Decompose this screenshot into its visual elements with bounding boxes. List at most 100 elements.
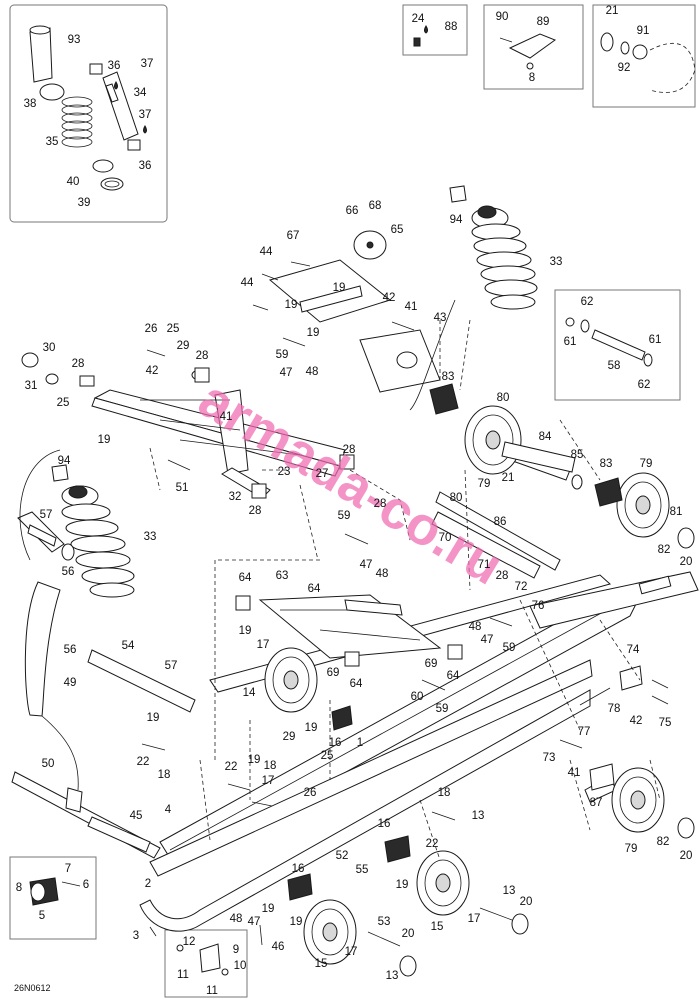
callout-25: 25 [167,323,180,335]
callout-43: 43 [434,312,447,324]
callout-41: 41 [568,767,581,779]
callout-81: 81 [670,506,683,518]
wheel-group [264,383,695,977]
callout-14: 14 [243,687,256,699]
callout-17: 17 [257,639,270,651]
callout-63: 63 [276,570,289,582]
callout-29: 29 [177,340,190,352]
callout-19: 19 [248,754,261,766]
callout-28: 28 [496,570,509,582]
callout-44: 44 [241,277,254,289]
callout-57: 57 [40,509,53,521]
callout-59: 59 [276,349,289,361]
callout-78: 78 [608,703,621,715]
callout-21: 21 [502,472,515,484]
callout-47: 47 [248,916,261,928]
callout-22: 22 [137,756,150,768]
callout-5: 5 [39,910,45,922]
callout-61: 61 [649,334,662,346]
callout-19: 19 [396,879,409,891]
callout-49: 49 [64,677,77,689]
callout-48: 48 [469,621,482,633]
callout-42: 42 [383,292,396,304]
grease-fitting-inset [402,4,468,56]
callout-93: 93 [68,34,81,46]
shock-detail-inset [9,4,168,223]
callout-90: 90 [496,11,509,23]
callout-22: 22 [225,761,238,773]
callout-71: 71 [478,559,491,571]
callout-64: 64 [308,583,321,595]
callout-79: 79 [625,843,638,855]
callout-54: 54 [122,640,135,652]
callout-19: 19 [262,903,275,915]
wheel-15-left [303,899,357,965]
callout-38: 38 [24,98,37,110]
callout-16: 16 [292,863,305,875]
callout-57: 57 [165,660,178,672]
callout-79: 79 [640,458,653,470]
rear-arm [235,594,463,667]
callout-46: 46 [272,941,285,953]
callout-11: 11 [177,969,189,981]
clip-inset [164,929,248,998]
wheel-79-right [616,472,670,538]
wheel-80-79 [464,405,522,475]
callout-13: 13 [503,885,516,897]
callout-68: 68 [369,200,382,212]
callout-32: 32 [229,491,242,503]
callout-28: 28 [374,498,387,510]
callout-52: 52 [336,850,349,862]
callout-61: 61 [564,336,577,348]
callout-72: 72 [515,581,528,593]
callout-64: 64 [447,670,460,682]
callout-17: 17 [345,946,358,958]
callout-36: 36 [139,160,152,172]
wheel-brackets [287,665,643,901]
callout-18: 18 [158,769,171,781]
callout-33: 33 [144,531,157,543]
drawing-code: 26N0612 [14,983,51,993]
callout-41: 41 [405,301,418,313]
callout-30: 30 [43,342,56,354]
callout-15: 15 [431,921,444,933]
callout-20: 20 [680,556,693,568]
callout-20: 20 [402,928,415,940]
callout-56: 56 [62,566,75,578]
callout-85: 85 [571,449,584,461]
callout-16: 16 [329,737,342,749]
callout-40: 40 [67,176,80,188]
callout-28: 28 [72,358,85,370]
upper-bracket [268,230,441,393]
callout-66: 66 [346,205,359,217]
callout-19: 19 [147,712,160,724]
callout-74: 74 [627,644,640,656]
callout-44: 44 [260,246,273,258]
callout-42: 42 [146,365,159,377]
callout-73: 73 [543,752,556,764]
callout-4: 4 [165,804,172,816]
callout-53: 53 [378,916,391,928]
callout-12: 12 [183,936,196,948]
callout-25: 25 [57,397,70,409]
callout-22: 22 [426,838,439,850]
callout-48: 48 [376,568,389,580]
callout-67: 67 [287,230,300,242]
callout-94: 94 [450,214,463,226]
callout-19: 19 [307,327,320,339]
callout-70: 70 [439,532,452,544]
callout-24: 24 [412,13,425,25]
callout-26: 26 [145,323,158,335]
callout-51: 51 [176,482,189,494]
callout-8: 8 [16,882,22,894]
wheel-79-lower [611,767,665,833]
front-lever [11,581,161,859]
callout-59: 59 [338,510,351,522]
callout-56: 56 [64,644,77,656]
callout-87: 87 [590,797,603,809]
callout-13: 13 [472,810,485,822]
callout-47: 47 [360,559,373,571]
callout-62: 62 [638,379,651,391]
callout-58: 58 [608,360,621,372]
